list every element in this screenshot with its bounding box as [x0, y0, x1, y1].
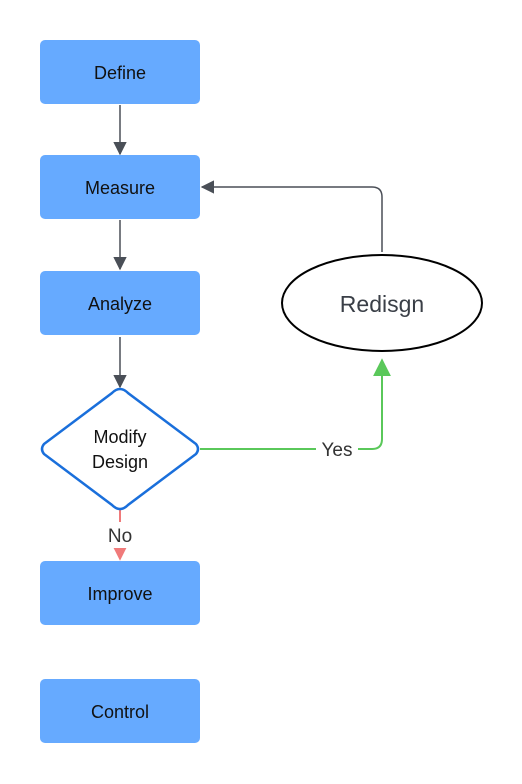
no-label-background [102, 522, 138, 548]
node-measure[interactable]: Measure [40, 155, 200, 219]
node-improve-label: Improve [87, 584, 152, 604]
node-analyze-label: Analyze [88, 294, 152, 314]
node-control[interactable]: Control [40, 679, 200, 743]
yes-label: Yes [322, 440, 353, 461]
decision-label-line1: Modify [93, 427, 146, 447]
edge-redesign-to-measure [200, 180, 383, 252]
node-improve[interactable]: Improve [40, 561, 200, 625]
no-label: No [108, 526, 132, 547]
node-analyze[interactable]: Analyze [40, 271, 200, 335]
node-redesign[interactable]: Redisgn [281, 254, 483, 352]
node-redesign-label: Redisgn [340, 291, 424, 317]
node-define[interactable]: Define [40, 40, 200, 104]
yes-label-background [316, 436, 358, 462]
node-define-label: Define [94, 63, 146, 83]
edge-decision-yes-to-redesign [200, 358, 391, 450]
decision-label-line2: Design [92, 452, 148, 472]
node-measure-label: Measure [85, 178, 155, 198]
node-control-label: Control [91, 702, 149, 722]
node-modify-design-decision[interactable]: Modify Design [40, 387, 200, 511]
